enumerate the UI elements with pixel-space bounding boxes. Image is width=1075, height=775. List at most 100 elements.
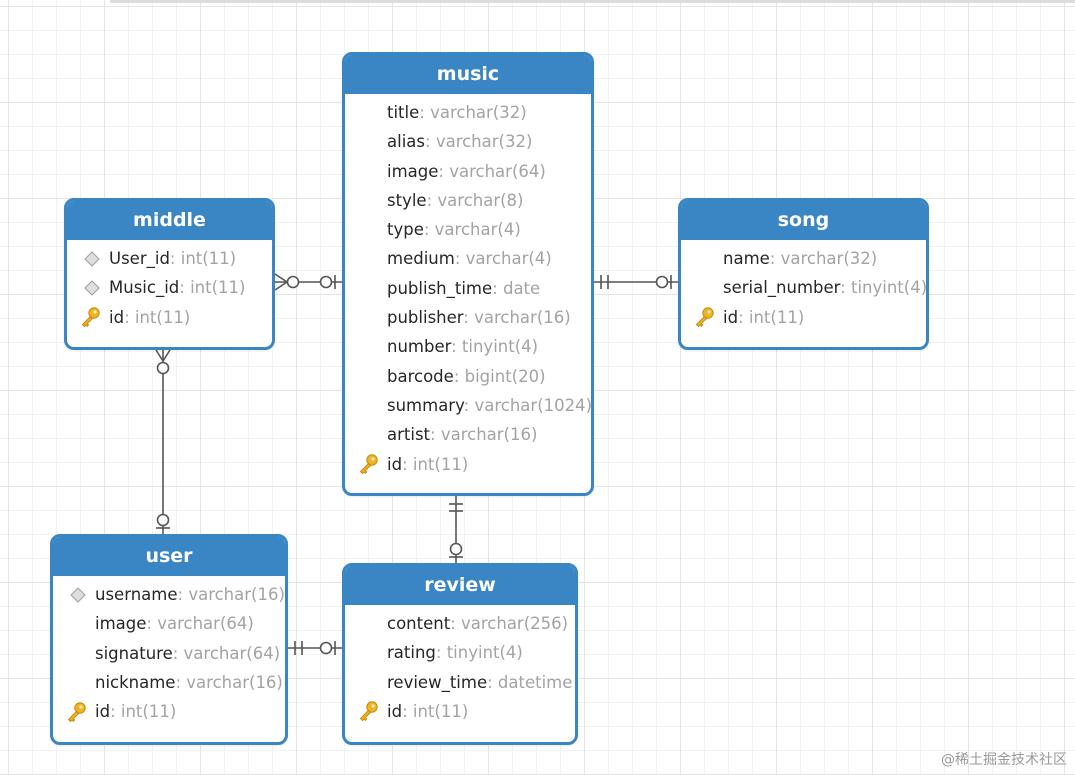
field-name: medium [387, 249, 455, 269]
field-name: Music_id [109, 278, 180, 298]
zero-marker [156, 361, 170, 375]
field-name: image [387, 161, 439, 181]
field-type: datetime [497, 672, 573, 692]
primary-key-icon [693, 303, 715, 332]
field-type: varchar(64) [183, 643, 281, 663]
field-type: varchar(1024) [474, 395, 593, 415]
field-row[interactable]: signature: varchar(64) [65, 639, 285, 668]
field-row[interactable]: title: varchar(32) [357, 98, 591, 127]
zero-marker [286, 275, 300, 289]
field-separator: : [430, 425, 441, 445]
field-separator: : [492, 278, 503, 298]
field-list: name: varchar(32)serial_number: tinyint(… [681, 240, 926, 332]
field-separator: : [435, 643, 447, 663]
field-row[interactable]: summary: varchar(1024) [357, 391, 591, 420]
field-type: int(11) [412, 454, 469, 474]
field-row[interactable]: medium: varchar(4) [357, 244, 591, 273]
field-type: int(11) [120, 702, 177, 722]
field-row[interactable]: id: int(11) [357, 450, 591, 479]
field-name: id [723, 307, 739, 327]
entity-title[interactable]: middle [67, 201, 272, 240]
field-name: name [723, 249, 770, 268]
field-row[interactable]: id: int(11) [65, 697, 285, 726]
field-name: signature [95, 643, 173, 663]
field-type: int(11) [180, 249, 237, 268]
zero-marker [156, 513, 170, 527]
field-separator: : [840, 278, 851, 298]
field-type: int(11) [748, 307, 805, 327]
field-separator: : [146, 614, 158, 634]
field-row[interactable]: content: varchar(256) [357, 609, 575, 638]
field-row[interactable]: Music_id: int(11) [79, 273, 272, 302]
field-name: id [387, 454, 403, 474]
field-type: varchar(16) [474, 308, 571, 328]
field-row[interactable]: id: int(11) [693, 303, 926, 332]
field-separator: : [453, 366, 465, 386]
field-name: publish_time [387, 278, 493, 298]
field-row[interactable]: name: varchar(32) [693, 244, 926, 273]
field-row[interactable]: style: varchar(8) [357, 186, 591, 215]
field-row[interactable]: number: tinyint(4) [357, 332, 591, 361]
field-row[interactable]: alias: varchar(32) [357, 127, 591, 156]
field-type: varchar(8) [437, 190, 524, 210]
primary-key-icon [79, 303, 101, 332]
field-row[interactable]: type: varchar(4) [357, 215, 591, 244]
field-name: id [95, 702, 111, 722]
entity-title[interactable]: review [345, 566, 575, 605]
field-separator: : [179, 278, 191, 298]
zero-marker [449, 542, 463, 556]
field-separator: : [177, 585, 189, 604]
zero-marker [655, 275, 669, 289]
entity-title[interactable]: music [345, 55, 591, 94]
field-row[interactable]: publisher: varchar(16) [357, 303, 591, 332]
field-list: username: varchar(16)image: varchar(64)s… [53, 576, 285, 726]
field-row[interactable]: User_id: int(11) [79, 244, 272, 273]
field-row[interactable]: review_time: datetime [357, 668, 575, 697]
entity-song[interactable]: song name: varchar(32)serial_number: tin… [678, 198, 929, 350]
field-row[interactable]: serial_number: tinyint(4) [693, 273, 926, 302]
entity-music[interactable]: music title: varchar(32)alias: varchar(3… [342, 52, 594, 496]
field-separator: : [110, 702, 121, 722]
entity-middle[interactable]: middle User_id: int(11)Music_id: int(11)… [64, 198, 275, 350]
foreign-key-diamond-icon [81, 273, 103, 302]
field-type: varchar(16) [186, 672, 283, 692]
watermark: @稀土掘金技术社区 [941, 752, 1067, 768]
entity-user[interactable]: user username: varchar(16)image: varchar… [50, 534, 288, 745]
field-row[interactable]: publish_time: date [357, 274, 591, 303]
field-row[interactable]: id: int(11) [357, 697, 575, 726]
field-name: barcode [387, 366, 454, 386]
field-row[interactable]: artist: varchar(16) [357, 420, 591, 449]
field-name: summary [387, 395, 464, 415]
foreign-key-diamond-icon [81, 244, 103, 273]
field-row[interactable]: barcode: bigint(20) [357, 362, 591, 391]
field-type: varchar(4) [465, 249, 552, 269]
field-row[interactable]: id: int(11) [79, 303, 272, 332]
foreign-key-diamond-icon [67, 580, 89, 609]
zero-marker [319, 641, 333, 655]
field-type: varchar(64) [449, 161, 546, 181]
entity-title[interactable]: user [53, 537, 285, 576]
field-name: id [109, 307, 125, 327]
field-row[interactable]: image: varchar(64) [65, 609, 285, 638]
field-row[interactable]: username: varchar(16) [65, 580, 285, 609]
field-type: tinyint(4) [446, 643, 523, 663]
field-name: nickname [95, 672, 176, 692]
field-name: alias [387, 132, 425, 152]
field-name: id [387, 701, 403, 721]
field-separator: : [402, 701, 413, 721]
entity-title[interactable]: song [681, 201, 926, 240]
field-row[interactable]: rating: tinyint(4) [357, 638, 575, 667]
field-type: varchar(32) [435, 132, 533, 152]
field-separator: : [175, 672, 187, 692]
field-separator: : [454, 249, 466, 269]
entity-review[interactable]: review content: varchar(256)rating: tiny… [342, 563, 578, 745]
field-separator: : [425, 132, 436, 152]
field-type: varchar(32) [780, 249, 878, 268]
field-type: varchar(32) [430, 103, 527, 122]
field-separator: : [438, 161, 450, 181]
field-row[interactable]: image: varchar(64) [357, 157, 591, 186]
field-row[interactable]: nickname: varchar(16) [65, 668, 285, 697]
field-list: content: varchar(256)rating: tinyint(4)r… [345, 605, 575, 726]
field-separator: : [124, 307, 135, 327]
